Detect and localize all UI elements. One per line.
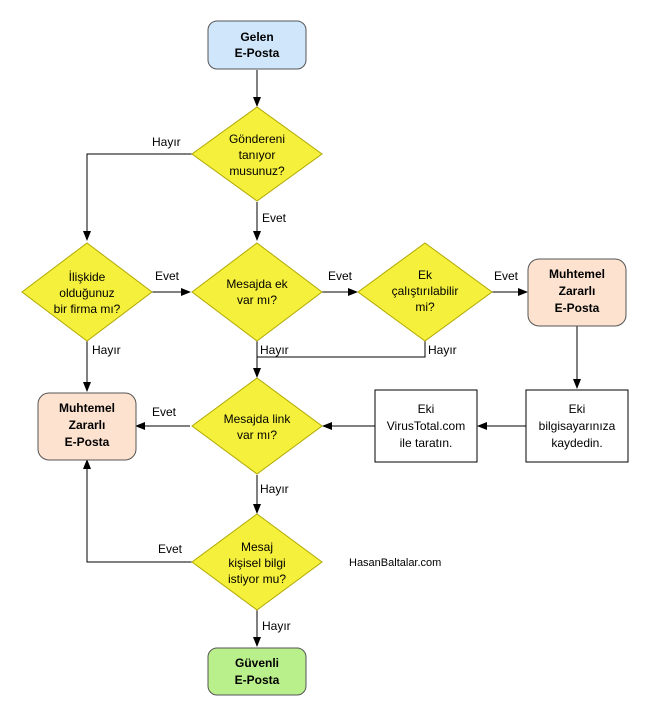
watermark: HasanBaltalar.com [349, 557, 441, 569]
link-line-2: var mı? [237, 428, 277, 442]
harm-left-box [37, 392, 137, 461]
safe-line-1: Güvenli [235, 656, 279, 670]
firm-line-1: İlişkide [69, 270, 106, 284]
harm-left-line-2: Zararlı [69, 418, 106, 432]
personal-line-2: kişisel bilgi [228, 556, 285, 570]
save-box [525, 389, 629, 463]
label-sender-no: Hayır [152, 135, 181, 149]
exec-line-1: Ek [418, 268, 433, 282]
link-line-1: Mesajda link [224, 412, 292, 426]
label-personal-yes: Evet [158, 542, 183, 556]
edge-labels: Hayır Evet Evet Hayır Evet Hayır Evet Ha… [92, 135, 519, 633]
exec-decision: Ek çalıştırılabilir mi? [357, 242, 493, 342]
save-line-2: bilgisayarınıza [539, 419, 616, 433]
label-exec-no: Hayır [428, 343, 457, 357]
safe-box [207, 647, 307, 696]
virustotal-line-1: Eki [418, 402, 435, 416]
personal-diamond [191, 513, 323, 611]
attach-decision: Mesajda ek var mı? [191, 242, 323, 342]
label-link-no: Hayır [260, 482, 289, 496]
label-attach-yes: Evet [328, 269, 353, 283]
personal-line-3: istiyor mu? [228, 572, 286, 586]
safe-line-2: E-Posta [235, 673, 280, 687]
label-link-yes: Evet [152, 405, 177, 419]
save-line-3: kaydedin. [551, 436, 602, 450]
attach-line-2: var mı? [237, 293, 277, 307]
sender-line-3: musunuz? [229, 164, 285, 178]
firm-diamond [21, 242, 153, 342]
sender-line-2: tanıyor [239, 148, 276, 162]
edge-exec-no [257, 340, 426, 358]
start-line-2: E-Posta [235, 46, 280, 60]
link-diamond [191, 377, 323, 475]
virustotal-box [374, 389, 478, 463]
personal-decision: Mesaj kişisel bilgi istiyor mu? [191, 513, 323, 611]
exec-line-2: çalıştırılabilir [392, 284, 459, 298]
label-exec-yes: Evet [494, 269, 519, 283]
harm-left-node: Muhtemel Zararlı E-Posta [37, 392, 137, 461]
exec-diamond [357, 242, 493, 342]
harm-right-box [527, 258, 627, 327]
harm-right-line-2: Zararlı [559, 284, 596, 298]
virustotal-node: Eki VirusTotal.com ile taratın. [374, 389, 478, 463]
label-firm-no: Hayır [92, 343, 121, 357]
attach-line-1: Mesajda ek [226, 277, 288, 291]
edge-sender-no [83, 153, 192, 241]
personal-line-1: Mesaj [241, 540, 273, 554]
sender-diamond [191, 106, 323, 202]
harm-right-node: Muhtemel Zararlı E-Posta [527, 258, 627, 327]
harm-left-line-3: E-Posta [65, 435, 110, 449]
harm-left-line-1: Muhtemel [59, 401, 115, 415]
exec-line-3: mi? [415, 300, 435, 314]
label-personal-no: Hayır [262, 619, 291, 633]
start-node: Gelen E-Posta [207, 20, 307, 70]
virustotal-line-2: VirusTotal.com [387, 419, 465, 433]
virustotal-line-3: ile taratın. [400, 436, 453, 450]
label-attach-no: Hayır [260, 343, 289, 357]
save-line-1: Eki [569, 402, 586, 416]
safe-node: Güvenli E-Posta [207, 647, 307, 696]
harm-right-line-1: Muhtemel [549, 267, 605, 281]
sender-line-1: Göndereni [229, 132, 285, 146]
label-firm-yes: Evet [155, 269, 180, 283]
attach-diamond [191, 242, 323, 342]
edge-personal-yes [83, 459, 192, 563]
start-line-1: Gelen [240, 30, 273, 44]
save-node: Eki bilgisayarınıza kaydedin. [525, 389, 629, 463]
firm-line-2: olduğunuz [59, 286, 114, 300]
firm-decision: İlişkide olduğunuz bir firma mı? [21, 242, 153, 342]
start-box [207, 20, 307, 70]
firm-line-3: bir firma mı? [54, 302, 121, 316]
link-decision: Mesajda link var mı? [191, 377, 323, 475]
sender-decision: Göndereni tanıyor musunuz? [191, 106, 323, 202]
label-sender-yes: Evet [262, 211, 287, 225]
harm-right-line-3: E-Posta [555, 301, 600, 315]
connectors [83, 70, 581, 647]
